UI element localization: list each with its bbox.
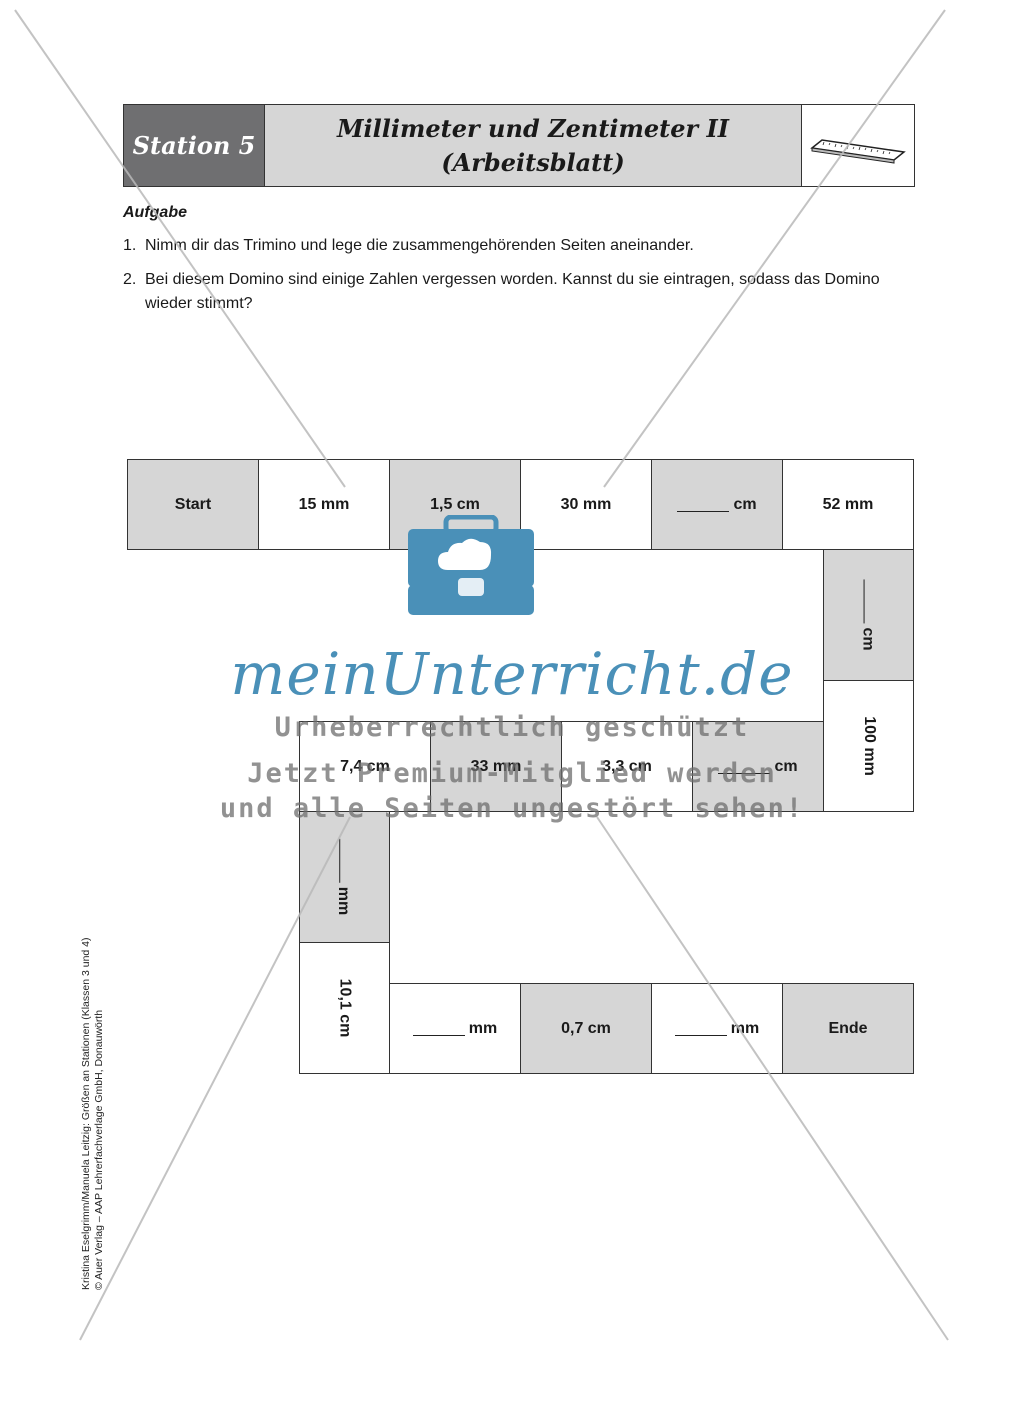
cell-text: 10,1 cm	[336, 978, 354, 1038]
briefcase-cloud-icon	[408, 515, 534, 615]
domino-blank-cell[interactable]: mm	[299, 811, 390, 943]
domino-cell: 10,1 cm	[299, 942, 390, 1074]
cell-unit: mm	[730, 1019, 760, 1037]
domino-blank-cell[interactable]: mm	[389, 983, 521, 1074]
cell-text: 0,7 cm	[561, 1019, 611, 1037]
watermark-line-1: Urheberrechtlich geschützt	[274, 712, 750, 743]
title-line-2: (Arbeitsblatt)	[441, 147, 625, 177]
task-item-1: 1. Nimm dir das Trimino und lege die zus…	[123, 234, 913, 258]
blank-line[interactable]	[863, 579, 879, 624]
copyright-footer: Kristina Eselgrimm/Manuela Leitzig: Größ…	[80, 870, 106, 1290]
watermark-logo: meinUnterricht.de	[230, 640, 794, 708]
blank-line[interactable]	[412, 1021, 465, 1036]
blank-line[interactable]	[677, 497, 730, 512]
cell-text: 15 mm	[298, 495, 350, 513]
task-number: 1.	[123, 237, 137, 254]
task-item-2: 2. Bei diesem Domino sind einige Zahlen …	[123, 268, 913, 316]
domino-start: Start	[127, 459, 259, 550]
blank-line[interactable]	[718, 759, 771, 774]
cell-text: Ende	[828, 1019, 868, 1037]
title-line-1: Millimeter und Zentimeter II	[336, 113, 729, 143]
task-text: Bei diesem Domino sind einige Zahlen ver…	[145, 271, 880, 312]
header-icon-box	[802, 105, 914, 186]
domino-end: Ende	[782, 983, 914, 1074]
domino-cell: 15 mm	[258, 459, 390, 550]
page-title: Millimeter und Zentimeter II (Arbeitsbla…	[265, 105, 802, 186]
blank-line[interactable]	[339, 838, 355, 883]
cell-unit: cm	[774, 757, 798, 775]
domino-blank-cell[interactable]: cm	[823, 549, 914, 681]
domino-blank-cell[interactable]: mm	[651, 983, 783, 1074]
cell-text: 7,4 cm	[340, 757, 390, 775]
station-header: Station 5 Millimeter und Zentimeter II (…	[123, 104, 915, 187]
station-label: Station 5	[124, 105, 265, 186]
cell-text: 33 mm	[470, 757, 522, 775]
blank-line[interactable]	[674, 1021, 727, 1036]
domino-cell: 3,3 cm	[561, 721, 693, 812]
watermark-line-2: Jetzt Premium-Mitglied werden	[247, 758, 777, 789]
domino-blank-cell[interactable]: cm	[651, 459, 783, 550]
footer-line-2: © Auer Verlag – AAP Lehrerfachverlage Gm…	[93, 1009, 105, 1290]
cell-text: 1,5 cm	[430, 495, 480, 513]
cell-unit: mm	[335, 886, 353, 916]
domino-blank-cell[interactable]: cm	[692, 721, 824, 812]
domino-cell: 52 mm	[782, 459, 914, 550]
footer-line-1: Kristina Eselgrimm/Manuela Leitzig: Größ…	[80, 937, 92, 1290]
task-number: 2.	[123, 271, 137, 288]
cell-text: 3,3 cm	[602, 757, 652, 775]
ruler-icon	[810, 138, 906, 164]
task-label: Aufgabe	[123, 204, 187, 221]
cell-text: 52 mm	[822, 495, 874, 513]
domino-cell: 30 mm	[520, 459, 652, 550]
cell-text: Start	[174, 495, 212, 513]
cell-text: 30 mm	[560, 495, 612, 513]
domino-cell: 0,7 cm	[520, 983, 652, 1074]
cell-unit: mm	[468, 1019, 498, 1037]
watermark-line-3: und alle Seiten ungestört sehen!	[219, 793, 805, 824]
domino-cell: 33 mm	[430, 721, 562, 812]
cell-unit: cm	[733, 495, 757, 513]
domino-cell: 7,4 cm	[299, 721, 431, 812]
task-text: Nimm dir das Trimino und lege die zusamm…	[145, 237, 694, 254]
